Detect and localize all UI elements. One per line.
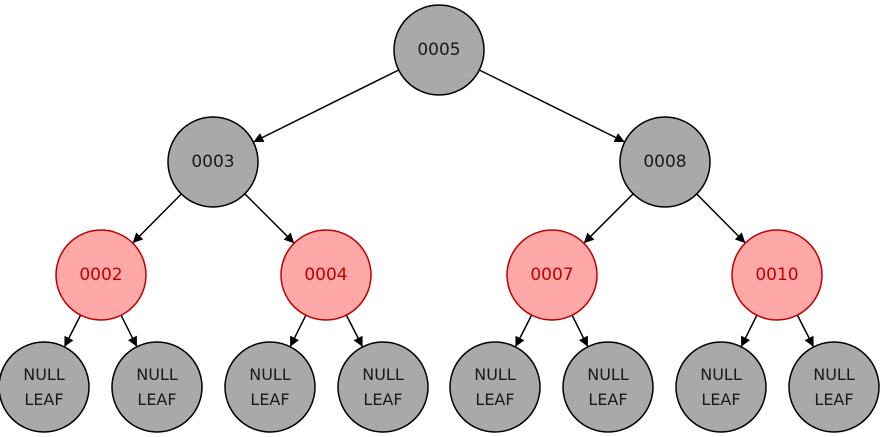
null-leaf-node: NULL LEAF — [337, 341, 429, 433]
black-node-circle — [167, 116, 259, 208]
tree-edge-n7-l6 — [571, 314, 589, 348]
black-node-circle — [393, 4, 485, 96]
tree-edge-n10-l7 — [740, 314, 758, 348]
node-label: 0010 — [755, 265, 798, 285]
red-node-circle — [731, 229, 823, 321]
black-node-circle — [111, 341, 203, 433]
tree-edge-n3-n2 — [132, 193, 182, 244]
tree-edge-n7-l5 — [514, 314, 533, 348]
null-leaf-node: NULL LEAF — [0, 341, 90, 433]
black-node-circle — [619, 116, 711, 208]
leaf-label: LEAF — [137, 390, 176, 409]
tree-edge-n4-l4 — [345, 314, 364, 348]
leaf-label: LEAF — [588, 390, 627, 409]
tree-edge-n2-l2 — [120, 314, 138, 348]
tree-edge-n8-n7 — [583, 193, 634, 244]
leaf-label: NULL — [587, 365, 629, 384]
black-node-circle — [0, 341, 90, 433]
tree-node-0003: 0003 — [167, 116, 259, 208]
edges — [63, 69, 815, 348]
node-label: 0008 — [643, 152, 686, 172]
tree-node-0010: 0010 — [731, 229, 823, 321]
tree-node-0005: 0005 — [393, 4, 485, 96]
black-node-circle — [675, 341, 767, 433]
node-label: 0003 — [191, 152, 234, 172]
black-node-circle — [562, 341, 654, 433]
null-leaf-node: NULL LEAF — [224, 341, 316, 433]
leaf-label: LEAF — [814, 390, 853, 409]
node-label: 0004 — [304, 265, 347, 285]
tree-node-0004: 0004 — [280, 229, 372, 321]
tree-edge-n8-n10 — [696, 193, 746, 244]
leaf-label: LEAF — [250, 390, 289, 409]
node-label: 0005 — [417, 40, 460, 60]
black-node-circle — [788, 341, 880, 433]
red-node-circle — [280, 229, 372, 321]
leaf-label: NULL — [362, 365, 404, 384]
black-node-circle — [449, 341, 541, 433]
tree-node-0002: 0002 — [55, 229, 147, 321]
leaf-label: LEAF — [24, 390, 63, 409]
null-leaf-node: NULL LEAF — [111, 341, 203, 433]
leaf-label: LEAF — [363, 390, 402, 409]
null-leaf-node: NULL LEAF — [449, 341, 541, 433]
tree-edge-n5-n8 — [478, 69, 626, 143]
null-leaf-node: NULL LEAF — [788, 341, 880, 433]
node-label: 0007 — [530, 265, 573, 285]
node-label: 0002 — [79, 265, 122, 285]
leaf-label: NULL — [813, 365, 855, 384]
tree-edge-n10-l8 — [796, 314, 815, 348]
red-node-circle — [55, 229, 147, 321]
leaf-label: NULL — [136, 365, 178, 384]
null-leaf-node: NULL LEAF — [675, 341, 767, 433]
red-node-circle — [506, 229, 598, 321]
null-leaf-node: NULL LEAF — [562, 341, 654, 433]
leaf-label: LEAF — [475, 390, 514, 409]
tree-node-0008: 0008 — [619, 116, 711, 208]
leaf-label: LEAF — [701, 390, 740, 409]
tree-node-0007: 0007 — [506, 229, 598, 321]
tree-edge-n3-n4 — [244, 193, 295, 244]
black-node-circle — [337, 341, 429, 433]
leaf-label: NULL — [700, 365, 742, 384]
tree-edge-n2-l1 — [63, 314, 82, 348]
tree-edge-n5-n3 — [252, 69, 400, 143]
tree-edge-n4-l3 — [289, 314, 307, 348]
leaf-label: NULL — [23, 365, 65, 384]
leaf-label: NULL — [474, 365, 516, 384]
leaf-label: NULL — [249, 365, 291, 384]
black-node-circle — [224, 341, 316, 433]
